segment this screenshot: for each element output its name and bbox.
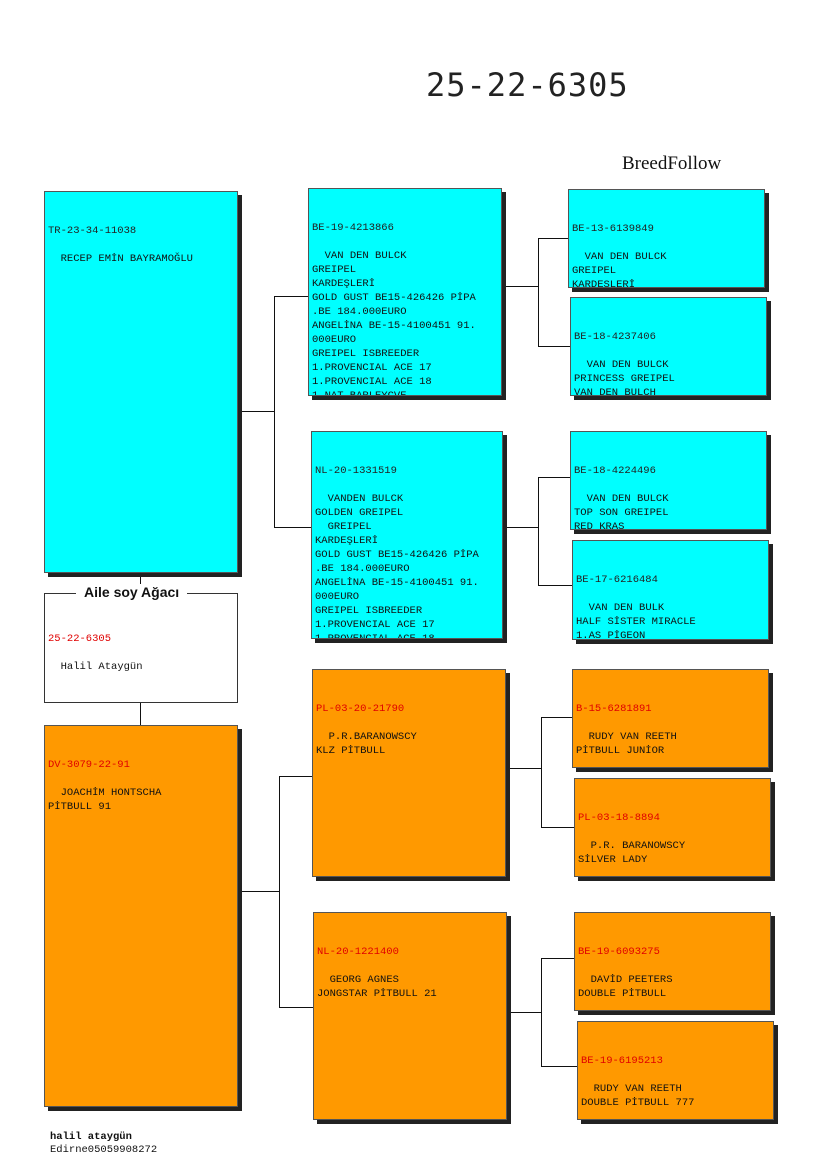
connector-line	[140, 703, 141, 725]
connector-line	[507, 1012, 541, 1013]
ring-number: B-15-6281891	[576, 703, 652, 715]
ring-number: NL-20-1221400	[317, 946, 399, 958]
connector-line	[541, 1066, 577, 1067]
connector-line	[538, 585, 572, 586]
ring-number: NL-20-1331519	[315, 465, 397, 477]
ring-number: PL-03-20-21790	[316, 703, 405, 715]
connector-line	[541, 717, 572, 718]
dd-sire-card: BE-19-6093275 DAVİD PEETERS DOUBLE PİTBU…	[574, 912, 771, 1011]
dam-sire-card: PL-03-20-21790 P.R.BARANOWSCY KLZ PİTBUL…	[312, 669, 506, 877]
pigeon-details: RUDY VAN REETH DOUBLE PİTBULL 777	[581, 1083, 695, 1109]
pigeon-details: VAN DEN BULCK TOP SON GREIPEL RED KRAS D…	[574, 493, 669, 530]
ss-sire-card: BE-13-6139849 VAN DEN BULCK GREIPEL KARD…	[568, 189, 765, 288]
sd-dam-card: BE-17-6216484 VAN DEN BULK HALF SİSTER M…	[572, 540, 769, 640]
connector-line	[279, 1007, 313, 1008]
ss-dam-card: BE-18-4237406 VAN DEN BULCK PRINCESS GRE…	[570, 297, 767, 396]
ds-dam-card: PL-03-18-8894 P.R. BARANOWSCY SİLVER LAD…	[574, 778, 771, 877]
connector-line	[506, 768, 541, 769]
connector-line	[538, 477, 539, 585]
connector-line	[274, 296, 308, 297]
pigeon-details: GEORG AGNES JONGSTAR PİTBULL 21	[317, 974, 437, 1000]
connector-line	[538, 346, 570, 347]
ring-number: BE-17-6216484	[576, 574, 658, 586]
pigeon-details: VANDEN BULCK GOLDEN GREIPEL GREIPEL KARD…	[315, 493, 479, 639]
connector-line	[502, 286, 538, 287]
pigeon-details: RUDY VAN REETH PİTBULL JUNİOR	[576, 731, 677, 757]
ring-number: 25-22-6305	[48, 633, 112, 645]
pigeon-details: DAVİD PEETERS DOUBLE PİTBULL	[578, 974, 673, 1000]
subject-card: 25-22-6305 Halil Ataygün	[44, 593, 238, 703]
pigeon-details: VAN DEN BULK HALF SİSTER MIRACLE 1.AS Pİ…	[576, 602, 696, 640]
pigeon-details: P.R. BARANOWSCY SİLVER LADY	[578, 840, 686, 866]
ring-number: TR-23-34-11038	[48, 225, 137, 237]
connector-line	[541, 958, 574, 959]
sd-sire-card: BE-18-4224496 VAN DEN BULCK TOP SON GREI…	[570, 431, 767, 530]
ring-number: DV-3079-22-91	[48, 759, 130, 771]
connector-line	[538, 477, 570, 478]
ring-number: BE-19-6195213	[581, 1055, 663, 1067]
pigeon-details: VAN DEN BULCK PRINCESS GREIPEL VAN DEN B…	[574, 359, 675, 396]
connector-line	[541, 717, 542, 827]
dd-dam-card: BE-19-6195213 RUDY VAN REETH DOUBLE PİTB…	[577, 1021, 774, 1120]
sire-sire-card: BE-19-4213866 VAN DEN BULCK GREIPEL KARD…	[308, 188, 502, 396]
ring-number: BE-13-6139849	[572, 223, 654, 235]
connector-line	[538, 238, 568, 239]
connector-line	[541, 958, 542, 1066]
connector-line	[541, 827, 574, 828]
ring-number: BE-18-4237406	[574, 331, 656, 343]
ring-number: BE-19-6093275	[578, 946, 660, 958]
connector-line	[238, 411, 274, 412]
ring-number: PL-03-18-8894	[578, 812, 660, 824]
connector-line	[538, 238, 539, 346]
pigeon-details: JOACHİM HONTSCHA PİTBULL 91	[48, 787, 162, 813]
ring-number: BE-18-4224496	[574, 465, 656, 477]
ds-sire-card: B-15-6281891 RUDY VAN REETH PİTBULL JUNİ…	[572, 669, 769, 768]
pigeon-details: VAN DEN BULCK GREIPEL KARDEŞLERİ GOLD GU…	[572, 251, 667, 288]
dam-card: DV-3079-22-91 JOACHİM HONTSCHA PİTBULL 9…	[44, 725, 238, 1107]
connector-line	[279, 776, 312, 777]
page-title: 25-22-6305	[426, 66, 629, 104]
pigeon-details: P.R.BARANOWSCY KLZ PİTBULL	[316, 731, 417, 757]
dam-dam-card: NL-20-1221400 GEORG AGNES JONGSTAR PİTBU…	[313, 912, 507, 1120]
brand-name: BreedFollow	[622, 153, 722, 174]
connector-line	[503, 527, 538, 528]
pigeon-details: RECEP EMİN BAYRAMOĞLU	[60, 253, 193, 265]
sire-dam-card: NL-20-1331519 VANDEN BULCK GOLDEN GREIPE…	[311, 431, 503, 639]
connector-line	[279, 776, 280, 1007]
sire-card: TR-23-34-11038 RECEP EMİN BAYRAMOĞLU	[44, 191, 238, 573]
footer-contact: Edirne05059908272	[50, 1144, 158, 1156]
connector-line	[274, 527, 311, 528]
connector-line	[140, 573, 141, 593]
ring-number: BE-19-4213866	[312, 222, 394, 234]
footer: halil ataygün Edirne05059908272	[50, 1131, 157, 1157]
pedigree-legend: Aile soy Ağacı	[76, 584, 188, 600]
footer-name: halil ataygün	[50, 1131, 132, 1143]
connector-line	[238, 891, 279, 892]
owner-name: Halil Ataygün	[60, 661, 143, 673]
pigeon-details: VAN DEN BULCK GREIPEL KARDEŞLERİ GOLD GU…	[312, 250, 476, 396]
connector-line	[274, 296, 275, 527]
